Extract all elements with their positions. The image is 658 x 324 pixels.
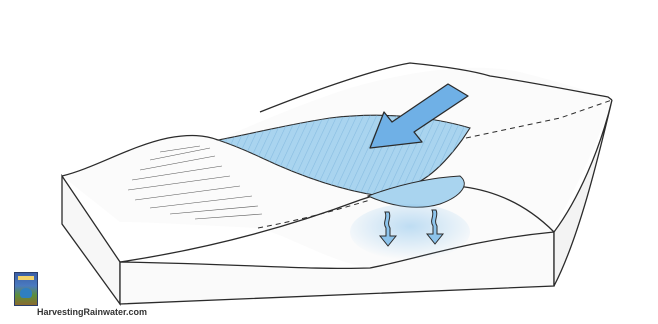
infiltration-zone [350,204,470,260]
book-cover-icon [14,272,38,306]
watermark-text: HarvestingRainwater.com [37,307,147,317]
